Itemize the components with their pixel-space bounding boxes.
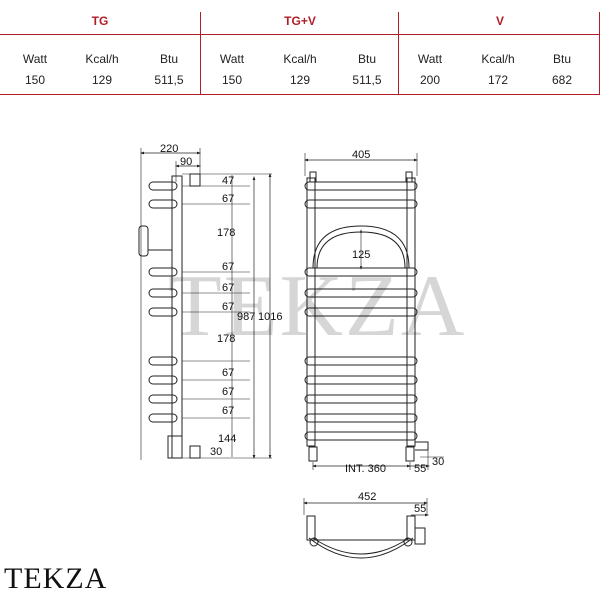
column-header: Kcal/h [283,52,317,66]
front-rail [304,181,418,191]
dim-label-452: 452 [358,491,376,503]
table-rule-top [0,34,600,35]
table-divider-1 [200,12,201,95]
dim-label-side-30: 30 [210,446,222,458]
spacing-label: 178 [217,333,235,345]
top-left-upright [306,515,316,541]
top-valve [414,527,426,545]
table-divider-2 [398,12,399,95]
dim-label-90: 90 [180,156,192,168]
dim-label-987: 987 [237,311,255,323]
front-valve [415,441,429,451]
column-header: Watt [417,52,443,66]
spacing-label: 67 [222,282,234,294]
top-curve-inner [312,537,410,555]
front-rail [304,413,418,423]
side-reference-lines [182,173,272,459]
top-right-upright [406,515,416,541]
front-arch-outer [312,225,410,269]
group-header-v: V [495,14,504,28]
spacing-label: 144 [218,433,236,445]
group-header-tg-v: TG+V [284,14,316,28]
table-cell: 129 [289,73,311,87]
front-rails [304,181,418,441]
side-rail [148,181,178,191]
spacing-label: 67 [222,386,234,398]
dim-label-125: 125 [352,249,370,261]
dim-label-405: 405 [352,149,370,161]
spacing-label: 67 [222,367,234,379]
table-cell: 150 [24,73,46,87]
front-rail [304,199,418,209]
column-header: Watt [219,52,245,66]
dim-label-front-55: 55 [414,463,426,475]
spacing-label: 67 [222,193,234,205]
table-cell: 129 [91,73,113,87]
spacing-label: 178 [217,227,235,239]
front-left-upright [306,177,316,447]
table-cell: 511,5 [352,73,382,87]
table-cell: 511,5 [154,73,184,87]
top-joint-right [403,537,413,547]
column-header: Kcal/h [85,52,119,66]
column-header: Btu [357,52,376,66]
side-view [138,148,272,460]
spacing-label: 67 [222,301,234,313]
dim-label-top-55: 55 [414,503,426,515]
side-rail [148,288,178,298]
side-rail [148,199,178,209]
side-rail [148,413,178,423]
watermark: TEKZA [168,258,466,355]
dim-label-front-30: 30 [432,456,444,468]
brand-logo: TEKZA [4,562,108,595]
side-knob [138,225,149,257]
table-cell: 200 [419,73,441,87]
front-rail [304,431,418,441]
column-header: Kcal/h [481,52,515,66]
column-header: Btu [159,52,178,66]
side-rails [148,181,178,423]
front-top-cap-right [405,171,413,183]
dim-label-220: 220 [160,143,178,155]
top-view [302,498,430,559]
front-rail [304,307,418,317]
table-cell: 172 [487,73,509,87]
front-rail [304,288,418,298]
top-joint-left [309,537,319,547]
side-rail [148,267,178,277]
front-foot-right [405,446,415,462]
side-rail [148,307,178,317]
table-cell: 150 [221,73,243,87]
top-curve-outer [308,537,414,559]
front-foot-left [308,446,318,462]
dim-label-int-360: INT. 360 [345,463,386,475]
side-top-bracket [189,173,201,187]
spacing-label: 67 [222,261,234,273]
spacing-label: 67 [222,405,234,417]
group-header-tg: TG [91,14,109,28]
front-rail [304,356,418,366]
table-rule-bottom [0,94,600,95]
dim-label-1016: 1016 [258,311,282,323]
front-rail [304,375,418,385]
side-rail [148,394,178,404]
column-header: Watt [22,52,48,66]
spacing-label: 47 [222,175,234,187]
side-valve-body [167,435,183,459]
side-rail [148,356,178,366]
front-top-cap-left [309,171,317,183]
front-rail [304,394,418,404]
front-view [303,153,444,470]
table-cell: 682 [551,73,573,87]
front-right-upright [406,177,416,447]
side-rail [148,375,178,385]
column-header: Btu [552,52,571,66]
side-bottom-bracket [189,445,201,459]
side-spacing-labels: 47 67 178 67 67 67 178 67 67 67 144 [217,175,236,445]
